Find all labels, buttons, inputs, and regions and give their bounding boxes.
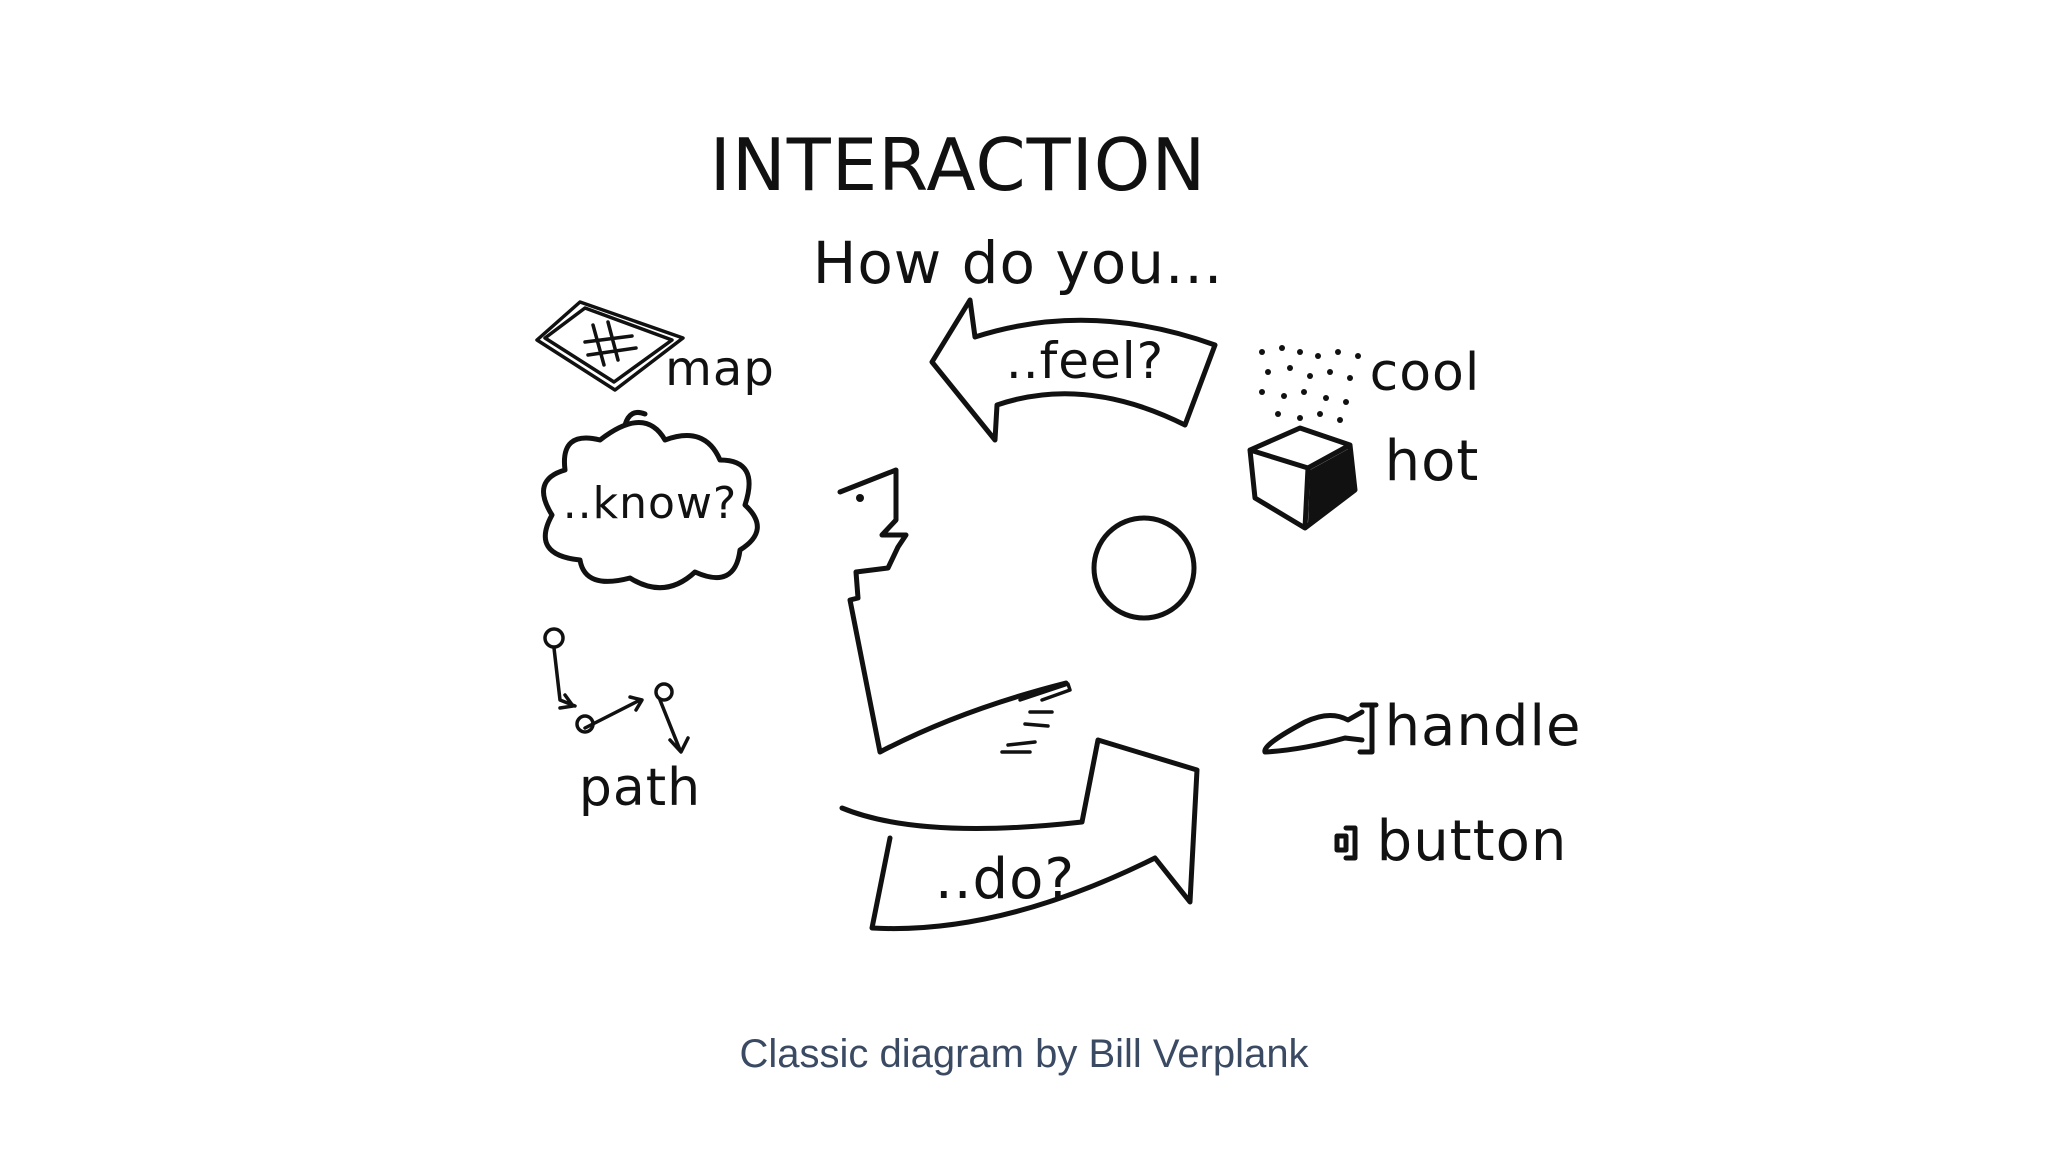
handle-label: handle bbox=[1385, 694, 1582, 759]
cool-label: cool bbox=[1370, 343, 1481, 403]
button-icon bbox=[1337, 828, 1355, 858]
pointing-hand-icon bbox=[1002, 684, 1070, 752]
button-label: button bbox=[1377, 809, 1568, 874]
do-label: ..do? bbox=[935, 847, 1075, 912]
cube-shaded-face-icon bbox=[1308, 448, 1354, 524]
map-icon bbox=[537, 302, 683, 390]
hot-label: hot bbox=[1385, 429, 1480, 494]
map-label: map bbox=[665, 341, 775, 397]
path-end-icon bbox=[656, 684, 672, 700]
diagram-subtitle: How do you... bbox=[813, 229, 1224, 297]
know-label: ..know? bbox=[563, 478, 738, 529]
object-circle bbox=[1094, 518, 1194, 618]
person-profile bbox=[840, 470, 1066, 752]
feel-label: ..feel? bbox=[1006, 332, 1164, 390]
path-label: path bbox=[579, 758, 701, 818]
map-grid-icon bbox=[585, 322, 636, 365]
handle-icon bbox=[1265, 705, 1376, 752]
diagram-title: INTERACTION bbox=[710, 123, 1207, 207]
person-eye bbox=[856, 494, 864, 502]
path-start-icon bbox=[545, 629, 563, 647]
steam-dots-icon bbox=[1259, 345, 1361, 423]
caption: Classic diagram by Bill Verplank bbox=[0, 1032, 2048, 1077]
